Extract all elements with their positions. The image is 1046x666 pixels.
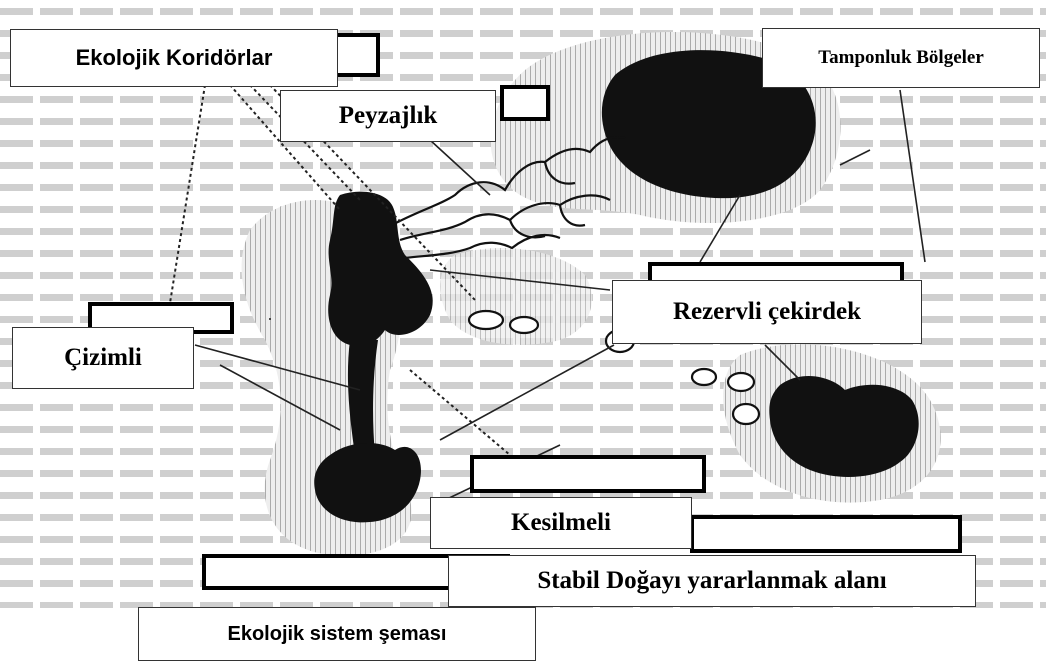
leader-lines <box>194 89 926 501</box>
blank-box-middle <box>470 455 706 493</box>
label-hatched: Çizimli <box>12 327 194 389</box>
black-core-areas <box>314 50 919 523</box>
label-buffer-zones: Tamponluk Bölgeler <box>762 28 1040 88</box>
label-stable-nature-use-area: Stabil Doğayı yararlanmak alanı <box>448 555 976 607</box>
label-ecological-corridors: Ekolojik Koridörlar <box>10 29 338 87</box>
label-landscape: Peyzajlık <box>280 90 496 142</box>
label-cut: Kesilmeli <box>430 497 692 549</box>
blank-box-peyzaj <box>500 85 550 121</box>
blank-box-right-bottom <box>690 515 962 553</box>
label-ecological-system-scheme: Ekolojik sistem şeması <box>138 607 536 661</box>
corridor-outlines <box>391 136 626 260</box>
label-reserve-core: Rezervli çekirdek <box>612 280 922 344</box>
